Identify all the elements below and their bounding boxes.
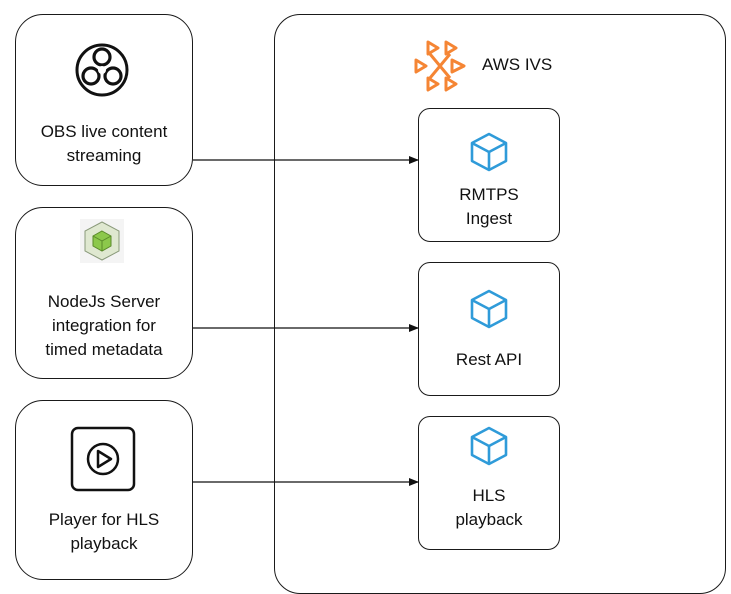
connectors — [193, 156, 419, 486]
rest-api-box — [418, 262, 560, 396]
cube-icon — [470, 132, 508, 172]
cube-icon — [470, 426, 508, 466]
nodejs-icon — [80, 219, 124, 263]
aws-ivs-icon — [414, 40, 466, 92]
hls-playback-box — [418, 416, 560, 550]
group-title: AWS IVS — [482, 55, 553, 74]
play-icon — [70, 426, 136, 492]
obs-icon — [75, 43, 129, 97]
rmtps-ingest-box — [418, 108, 560, 242]
rest-api-label: Rest API — [455, 350, 523, 369]
cube-icon — [470, 289, 508, 329]
obs-source-box — [15, 14, 193, 186]
